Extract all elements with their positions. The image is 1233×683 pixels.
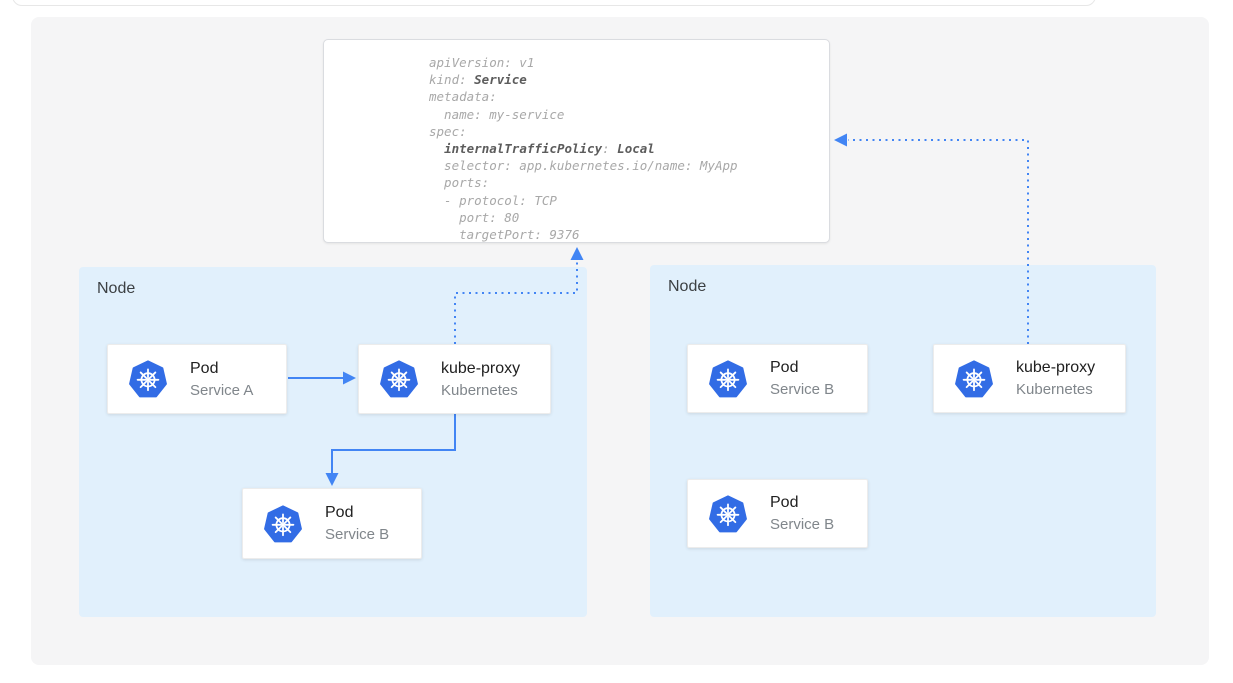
card-pod-service-b-right-bottom: Pod Service B <box>687 479 868 548</box>
service-yaml-card: apiVersion: v1 kind: Service metadata: n… <box>323 39 830 243</box>
card-title: kube-proxy <box>1016 359 1096 376</box>
card-kube-proxy-right: kube-proxy Kubernetes <box>933 344 1126 413</box>
card-title: Pod <box>325 504 354 521</box>
card-pod-service-a: Pod Service A <box>107 344 287 414</box>
card-subtitle: Service A <box>190 381 254 399</box>
card-subtitle: Service B <box>770 516 835 533</box>
kubernetes-icon <box>708 358 748 400</box>
card-pod-service-b-right-top: Pod Service B <box>687 344 868 413</box>
top-card-edge <box>12 0 1096 6</box>
node-box-right: Node <box>650 265 1156 617</box>
kubernetes-icon <box>379 358 419 400</box>
node-box-left: Node <box>79 267 587 617</box>
kubernetes-icon <box>708 493 748 535</box>
card-title: kube-proxy <box>441 359 521 377</box>
card-subtitle: Kubernetes <box>1016 381 1093 398</box>
card-pod-service-b-left: Pod Service B <box>242 488 422 559</box>
kubernetes-icon <box>263 503 303 545</box>
card-subtitle: Service B <box>770 381 835 398</box>
node-label-right: Node <box>668 278 707 295</box>
card-title: Pod <box>770 494 799 511</box>
card-title: Pod <box>770 359 799 376</box>
card-subtitle: Kubernetes <box>441 381 518 399</box>
card-title: Pod <box>190 359 219 377</box>
card-kube-proxy-left: kube-proxy Kubernetes <box>358 344 551 414</box>
kubernetes-icon <box>954 358 994 400</box>
card-subtitle: Service B <box>325 526 390 543</box>
kubernetes-icon <box>128 358 168 400</box>
node-label-left: Node <box>97 280 136 297</box>
yaml-code: apiVersion: v1 kind: Service metadata: n… <box>429 55 738 243</box>
